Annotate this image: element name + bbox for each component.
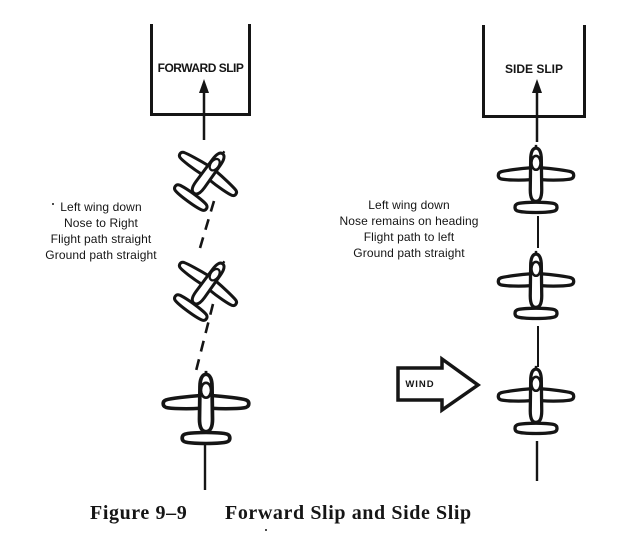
airplane-side-slip-1 bbox=[496, 143, 576, 215]
runway-outline-side-slip bbox=[482, 25, 586, 118]
figure-caption-title: Forward Slip and Side Slip bbox=[225, 502, 472, 524]
note-line: Nose to Right bbox=[63, 216, 138, 230]
side-slip-notes: Left wing down Nose remains on heading F… bbox=[327, 197, 491, 261]
wind-label: WIND bbox=[405, 379, 435, 390]
forward-slip-runway-label: FORWARD SLIP bbox=[157, 61, 244, 75]
note-line: Left wing down bbox=[60, 200, 142, 214]
note-line: Left wing down bbox=[368, 198, 450, 212]
note-line: Flight path to left bbox=[363, 230, 455, 244]
note-line: Flight path straight bbox=[50, 232, 152, 246]
scan-speck bbox=[52, 203, 54, 205]
side-slip-runway-label: SIDE SLIP bbox=[504, 62, 563, 76]
approach-arrow-left bbox=[199, 79, 209, 140]
scan-speck bbox=[265, 529, 267, 531]
airplane-side-slip-2 bbox=[496, 249, 576, 321]
note-line: Ground path straight bbox=[45, 248, 157, 262]
runway-outline-forward-slip bbox=[150, 24, 251, 116]
approach-arrow-right bbox=[532, 79, 542, 142]
dashed-path-lower bbox=[194, 303, 215, 372]
forward-slip-notes: Left wing down Nose to Right Flight path… bbox=[28, 199, 174, 263]
note-line: Ground path straight bbox=[353, 246, 465, 260]
figure-caption-number: Figure 9–9 bbox=[90, 502, 188, 524]
note-line: Nose remains on heading bbox=[339, 214, 479, 228]
airplane-forward-slip-3 bbox=[161, 369, 251, 446]
dashed-path-upper bbox=[198, 200, 216, 249]
wind-block-arrow-icon bbox=[396, 355, 482, 414]
airplane-side-slip-3 bbox=[496, 364, 576, 436]
